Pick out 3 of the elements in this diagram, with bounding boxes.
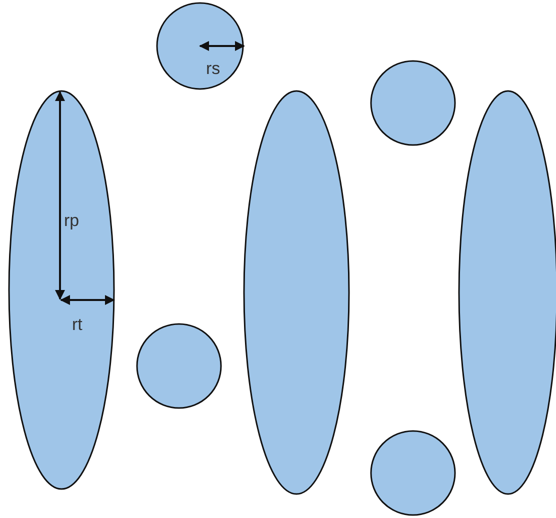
dimension-label: rp <box>64 212 80 229</box>
dimension-label: rs <box>206 60 220 77</box>
dimension-label: rt <box>72 316 82 333</box>
